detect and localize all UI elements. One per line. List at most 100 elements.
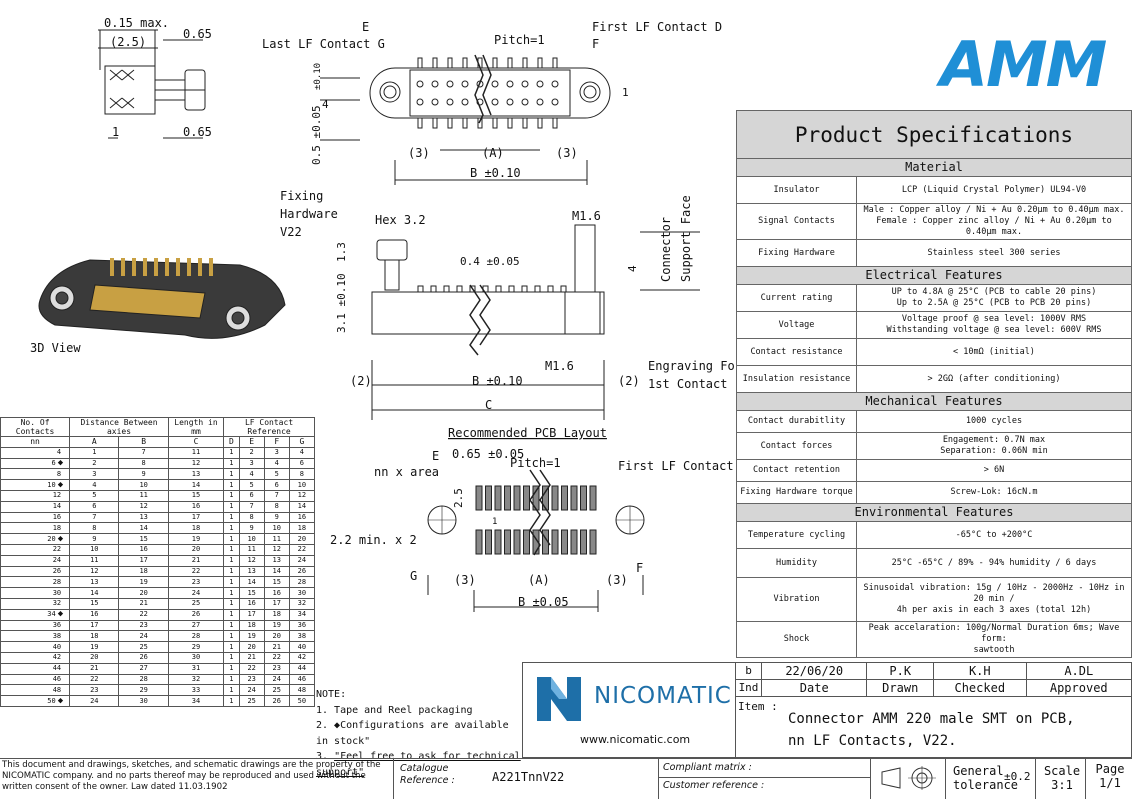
cell: 17 [69, 619, 120, 632]
item-label: Item : [738, 700, 778, 713]
cell: 20 [238, 641, 265, 653]
date-label: Date [760, 679, 868, 697]
v-signal-1: Male : Copper alloy / Ni + Au 0.20µm to … [863, 205, 1125, 215]
stock-diamond-icon: ◆ [57, 479, 64, 490]
sub-3: C [167, 436, 225, 448]
k-dur: Contact durabitlity [736, 410, 857, 433]
rev-approved: A.DL [1025, 662, 1132, 680]
pcb-h1: 1 [492, 517, 497, 527]
cell: 14 [69, 587, 120, 599]
v-shock-1: Peak accelaration: 100g/Normal Duration … [868, 623, 1120, 644]
cell-nn: 44 [0, 662, 71, 675]
dim-13: 1.3 [335, 242, 348, 262]
cell-nn: 22 [0, 543, 71, 556]
v-voltage-1: Voltage proof @ sea level: 1000V RMS [901, 314, 1087, 324]
item-description: Connector AMM 220 male SMT on PCB, nn LF… [788, 708, 1128, 752]
stock-diamond-icon: ◆ [57, 609, 64, 620]
k-vib: Vibration [736, 577, 857, 622]
sub-6: F [263, 436, 290, 448]
projection-symbol-icon [881, 766, 936, 790]
nicomatic-url[interactable]: www.nicomatic.com [580, 733, 691, 746]
dim-31: 3.1 ±0.10 [335, 273, 348, 333]
pcb-e: E [432, 449, 439, 463]
cell: 21 [167, 554, 225, 567]
cell: 32 [288, 597, 316, 610]
cell-nn: 30 [0, 587, 71, 599]
cell: 3 [238, 457, 265, 470]
dim-2b: (2) [618, 374, 640, 388]
cell: 19 [167, 533, 225, 545]
pcb-title: Recommended PCB Layout [448, 426, 607, 440]
k-ret: Contact retention [736, 459, 857, 482]
cell: 34 [167, 695, 225, 707]
cell: 6 [69, 500, 120, 513]
cell: 6 [238, 489, 265, 502]
cell: 13 [118, 511, 169, 524]
cell: 12 [288, 489, 316, 502]
support-link[interactable]: "Feel free to ask for technical support" [316, 751, 521, 778]
cell: 10 [238, 533, 265, 545]
cell: 1 [223, 597, 240, 610]
cell: 14 [238, 576, 265, 589]
rev-date: 22/06/20 [760, 662, 868, 680]
cell: 24 [263, 673, 290, 686]
nn-value: 48 [52, 685, 62, 694]
ind-label: Ind [735, 679, 762, 697]
nn-value: 4 [56, 448, 62, 457]
cell: 29 [167, 641, 225, 653]
technical-drawing: 0.15 max. (2.5) 0.65 1 0.65 E Last LF Co… [30, 16, 735, 612]
v-signal-2: Female : Copper zinc alloy / Ni + Au 0.2… [876, 216, 1112, 237]
cell: 17 [167, 511, 225, 524]
bottom-bar [0, 758, 1132, 799]
cell: 8 [288, 468, 316, 481]
cell: 5 [69, 489, 120, 502]
nn-value: 10 [47, 480, 56, 489]
cell: 24 [167, 587, 225, 599]
cell: 1 [223, 511, 240, 524]
cell: 1 [223, 500, 240, 513]
cell: 1 [223, 576, 240, 589]
nn-value: 50 [47, 696, 56, 705]
customer-reference-label: Customer reference : [663, 780, 765, 791]
side-view [98, 29, 206, 139]
dim-04: 0.4 ±0.05 [460, 255, 520, 268]
legal-notice: This document and drawings, sketches, an… [2, 760, 381, 792]
dim-1: 1 [112, 125, 119, 139]
cell: 8 [69, 522, 120, 535]
cell: 12 [263, 543, 290, 556]
nicomatic-box [522, 662, 735, 758]
dim-h1: 1 [622, 86, 629, 99]
cell: 5 [238, 479, 265, 491]
dim-A: (A) [482, 146, 504, 160]
k-signal: Signal Contacts [736, 203, 857, 240]
cell: 26 [263, 695, 290, 707]
cell: 1 [223, 522, 240, 535]
cell: 1 [223, 651, 240, 664]
dim-B: B ±0.10 [470, 166, 521, 180]
k-insres: Insulation resistance [736, 365, 857, 393]
cell: 4 [263, 457, 290, 470]
cell-nn: 40 [0, 641, 71, 653]
checked-label: Checked [933, 679, 1027, 697]
cell: 13 [69, 576, 120, 589]
pcb-pitch: Pitch=1 [510, 456, 561, 470]
label-pitch: Pitch=1 [494, 33, 545, 47]
nn-value: 46 [52, 674, 62, 683]
label-engraving: Engraving For [648, 359, 735, 373]
dim-C: C [485, 398, 492, 412]
nn-value: 8 [56, 469, 62, 478]
cell: 17 [238, 608, 265, 621]
pcb-area: nn x area [374, 465, 439, 479]
note-2: 2. ◆Configurations are available in stoc… [316, 720, 509, 747]
cell: 17 [118, 554, 169, 567]
pcb-d22: 2.2 min. x 2 [330, 533, 417, 547]
cell-nn: 12 [0, 489, 71, 502]
nn-value: 22 [52, 545, 62, 554]
